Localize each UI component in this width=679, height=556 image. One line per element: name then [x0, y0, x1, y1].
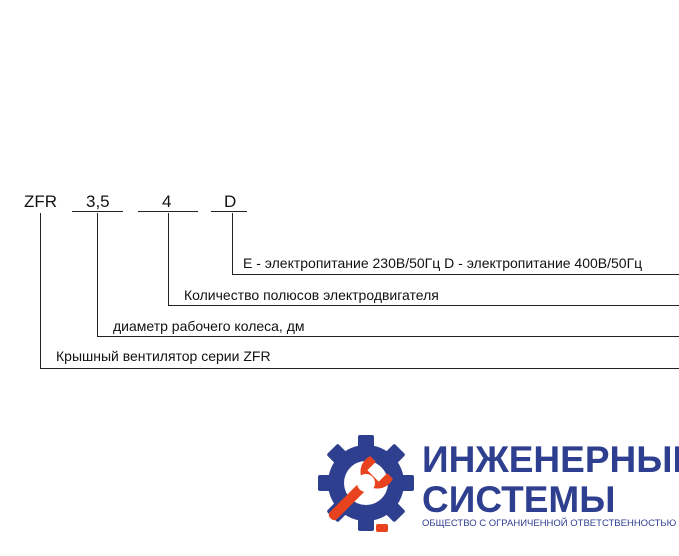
- leader-power-horizontal: [232, 274, 679, 275]
- leader-diameter-vertical: [97, 213, 98, 336]
- desc-power: E - электропитание 230В/50Гц D - электро…: [243, 255, 643, 271]
- fan-designation-diagram: ZFR 3,5 4 D E - электропитание 230В/50Гц…: [24, 192, 679, 369]
- code-diameter: 3,5: [86, 192, 110, 211]
- code-power: D: [224, 192, 237, 211]
- leader-series-vertical: [40, 213, 41, 368]
- code-poles: 4: [162, 192, 172, 211]
- logo-title-line1: ИНЖЕНЕРНЫЕ: [422, 439, 679, 480]
- leader-poles-horizontal: [168, 305, 679, 306]
- underline-diameter: [72, 211, 123, 212]
- leader-series-horizontal: [40, 368, 679, 369]
- logo-subtitle: ОБЩЕСТВО С ОГРАНИЧЕННОЙ ОТВЕТСТВЕННОСТЬЮ: [422, 518, 677, 529]
- underline-poles: [138, 211, 198, 212]
- underline-power: [211, 211, 247, 212]
- company-logo: ИНЖЕНЕРНЫЕ СИСТЕМЫ ОБЩЕСТВО С ОГРАНИЧЕНН…: [306, 420, 679, 556]
- code-series: ZFR: [24, 192, 58, 211]
- logo-title-line2: СИСТЕМЫ: [422, 479, 616, 520]
- leader-poles-vertical: [168, 213, 169, 305]
- leader-diameter-horizontal: [97, 336, 679, 337]
- leader-power-vertical: [232, 213, 233, 274]
- desc-diameter: диаметр рабочего колеса, дм: [113, 318, 305, 334]
- desc-poles: Количество полюсов электродвигателя: [184, 287, 439, 303]
- gear-wrench-icon: [318, 435, 414, 532]
- desc-series: Крышный вентилятор серии ZFR: [56, 348, 271, 364]
